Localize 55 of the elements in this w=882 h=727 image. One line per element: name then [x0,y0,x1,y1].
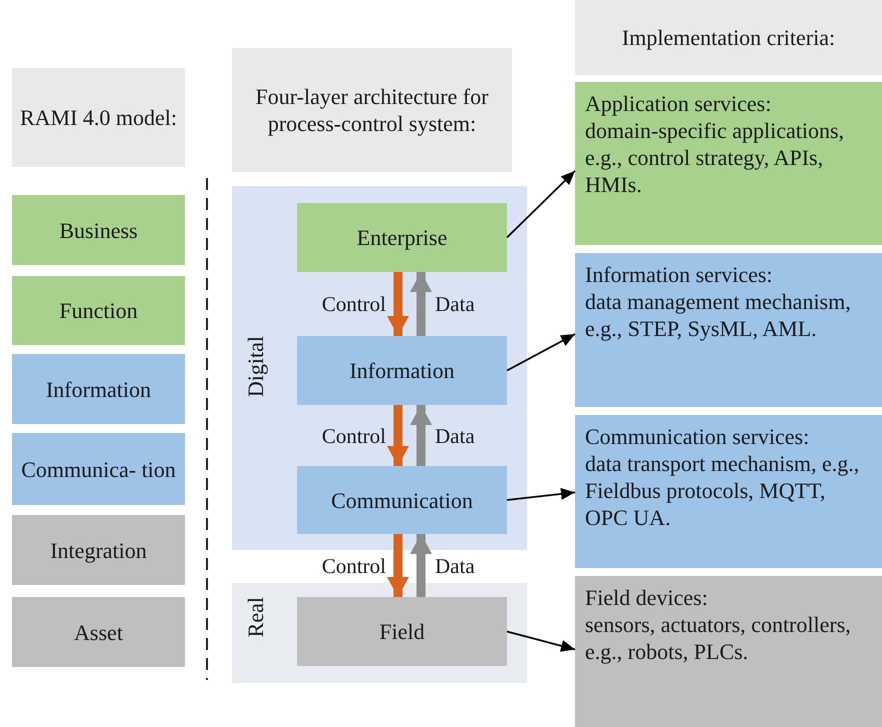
node-title: Communication [331,486,473,514]
node-title: Function [59,297,138,324]
node-description: data transport mechanism, e.g., Fieldbus protocols, MQTT, OPC UA. [585,450,860,531]
criteria-box [575,253,882,407]
arrow [506,170,576,238]
node-title: Four-layer architecture for process-control system: [254,83,490,137]
layer-box [12,597,185,667]
node-description: domain-specific applications, e.g., control strategy, APIs, HMIs. [585,117,846,198]
layer-box [297,466,507,534]
node-title: RAMI 4.0 model: [20,104,178,131]
layer-box [12,354,185,424]
edge-label: Data [435,292,475,316]
layer-box [297,597,507,666]
layer-label: Digital [242,336,269,398]
block-arrow [388,272,408,336]
block-arrow [411,534,431,597]
criteria-box [575,415,882,568]
edge-label: Control [322,554,386,578]
node-title: Information services: [585,261,773,288]
node-title: Enterprise [356,224,448,251]
node-title: Field devices: [585,584,708,611]
node-title: Information [349,357,455,384]
layer-band [232,186,527,550]
block-arrow [388,534,408,597]
edge-label: Data [435,554,475,578]
layer-label: Real [242,597,269,638]
block-arrow [411,272,431,336]
layer-box [12,195,185,265]
edge-label: Control [322,424,386,448]
arrow [506,488,576,501]
node-title: Information [46,376,152,402]
layer-box [297,203,507,272]
node-title: Integration [50,536,147,564]
arrow [506,630,576,652]
block-arrow [388,405,408,466]
node-title: Communication services: [585,423,810,450]
layer-box [12,433,185,505]
layer-band [232,583,527,683]
layer-box [12,276,185,345]
node-description: data management mechanism, e.g., STEP, SysML, AML. [585,288,852,342]
node-title: Application services: [585,90,772,117]
node-title: Communica- tion [21,456,176,482]
block-arrow [411,405,431,466]
node-title: Asset [74,618,123,646]
node-title: Field [379,618,425,645]
node-description: sensors, actuators, controllers, e.g., robots, PLCs. [585,611,852,665]
node-title: Business [59,216,138,244]
criteria-box [575,82,882,245]
node-title: Implementation criteria: [622,24,836,51]
layer-box [297,336,507,405]
arrow [506,333,576,372]
criteria-box [575,576,882,727]
layer-box [12,515,185,585]
edge-label: Data [435,424,475,448]
edge-label: Control [322,292,386,316]
